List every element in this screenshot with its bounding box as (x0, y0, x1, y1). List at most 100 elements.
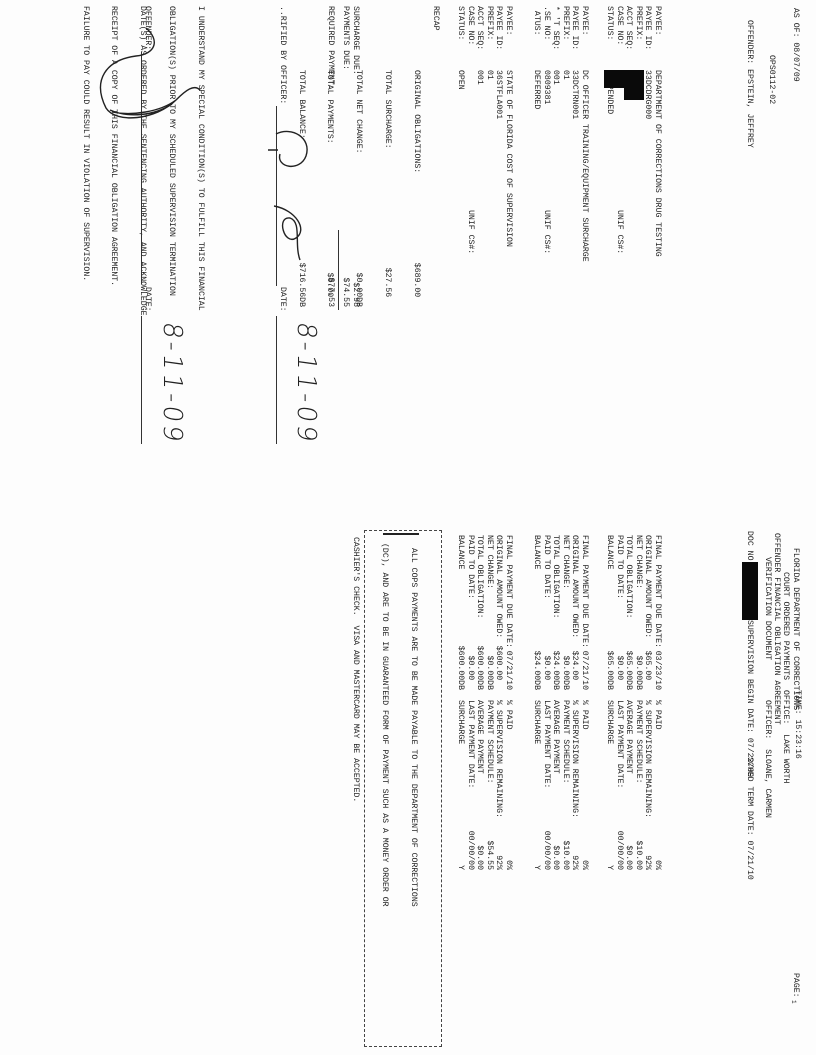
offender-signature (99, 27, 201, 119)
payments-due-value: $74.55 (341, 277, 350, 307)
payee-field-value: STATE OF FLORIDA COST OF SUPERVISION (504, 70, 513, 247)
payee-field-label: ACCT SEQ: (475, 6, 485, 51)
page-number: 1 (790, 1000, 797, 1004)
redaction-box (604, 70, 626, 88)
title-line: COURT ORDERED PAYMENTS (781, 572, 790, 681)
payee-field-label: CASE NO: (465, 6, 475, 46)
obligation-amount: $65.00DB (624, 650, 634, 690)
payment-detail-value: $0.00 (624, 845, 634, 870)
payee-field-label: PAYEE ID: (494, 6, 504, 51)
offender-date-label: DATE: (143, 287, 152, 312)
payment-detail-value: Y (532, 865, 542, 870)
obligation-amount: 03/23/10 (653, 650, 662, 690)
payment-detail-value: 00/00/00 (614, 830, 624, 870)
payee-field-label: * 'T SEQ: (551, 6, 561, 51)
unif-cs-label: UNIF CS#: (614, 210, 624, 255)
payee-field-label: PAYEE: (504, 6, 513, 36)
payee-field-label: ACCT SEQ: (624, 6, 634, 51)
payee-field-value: 001 (475, 70, 485, 85)
payment-detail-value: 92% (643, 855, 653, 870)
redaction-box (624, 70, 644, 100)
payment-detail-value: Y (605, 865, 615, 870)
required-payment-label: REQUIRED PAYMENT: (326, 6, 335, 90)
payee-field-value: 001 (551, 70, 561, 85)
payment-notice: ALL COPS PAYMENTS ARE TO BE MADE PAYABLE… (331, 537, 437, 907)
payment-detail-value: 92% (494, 855, 504, 870)
verified-by-label: ..RIFIED BY OFFICER: (278, 6, 287, 105)
officer-handwritten-date: 8-11-09 (291, 320, 321, 447)
sum-line (338, 230, 339, 310)
notice-line: (DC), AND ARE TO BE IN GUARANTEED FORM O… (380, 543, 390, 907)
payee-field-label-column: PAYEE:PAYEE ID:PREFIX:ACCT SEQ:CASE NO:S… (455, 6, 513, 50)
obligation-amount: $600.00 (494, 645, 504, 681)
redaction-box (742, 562, 758, 620)
payment-detail-value: 0% (580, 860, 589, 870)
recap-value: $27.56 (383, 267, 393, 298)
payee-field-label: STATUS: (605, 6, 615, 41)
payee-field-value: SUSPENDED (605, 70, 615, 115)
officer-date-label: DATE: (278, 287, 287, 312)
obligation-amount: $600.00DB (475, 645, 485, 690)
obligation-amount: $0.00DB (633, 655, 643, 690)
supervision-begin-date: SUPERVISION BEGIN DATE: 07/22/09 (745, 620, 754, 778)
obligation-amount: $24.00DB (532, 650, 542, 690)
payee-field-label: PREFIX: (484, 6, 494, 41)
sched-term-date: SCHED TERM DATE: 07/21/10 (745, 757, 754, 880)
page-label: PAGE: (791, 973, 800, 998)
payee-field-label: STATUS: (456, 6, 466, 41)
obligation-amount: $65.00 (643, 650, 653, 681)
payee-field-value: OPEN (456, 70, 466, 90)
surcharge-due-value: $2.98 (351, 282, 360, 307)
report-id: OPS0112-02 (767, 55, 776, 105)
payee-field-label: .SE NO: (541, 6, 551, 41)
recap-label: TOTAL SURCHARGE: (383, 70, 393, 149)
obligation-amount: $0.00DB (484, 655, 494, 690)
recap-value: $689.00 (411, 262, 421, 298)
payee-field-label: ATUS: (532, 6, 542, 36)
payment-detail-value: $54.55 (484, 840, 494, 870)
as-of-date: AS OF: 08/07/09 (791, 8, 800, 82)
payment-detail-value: $0.00 (475, 845, 485, 870)
obligation-amount: $24.00 (570, 650, 580, 681)
payment-detail-value: Y (456, 865, 466, 870)
payee-field-label-column: PAYEE:PAYEE ID:PREFIX:ACCT SEQ:CASE NO:S… (604, 6, 662, 50)
payment-detail-value: 0% (504, 860, 513, 870)
notice-line: CASHIER'S CHECK. VISA AND MASTERCARD MAY… (351, 537, 361, 803)
payment-detail-value: 00/00/00 (541, 830, 551, 870)
obligation-amount: $0.00DB (560, 655, 570, 690)
time-stamp: TIME: 15:23:16 (793, 690, 802, 759)
obligation-amount: 07/21/10 (504, 650, 513, 690)
recap-label: ORIGINAL OBLIGATIONS: (411, 70, 421, 174)
payee-field-value: 01 (560, 70, 570, 80)
obligation-amount: $24.00DB (551, 650, 561, 690)
payee-field-label: CASE NO: (614, 6, 624, 46)
payee-field-value: 36STFLA001 (494, 70, 504, 120)
payee-field-label: PAYEE: (580, 6, 589, 36)
obligation-amount: $0.00 (541, 655, 551, 681)
doc-no-label: DOC NO: (745, 531, 754, 566)
payment-detail-value: $10.00 (633, 840, 643, 870)
offender-handwritten-date: 8-11-09 (157, 320, 187, 447)
officer-signature (268, 130, 308, 261)
payment-detail-value: 0% (653, 860, 662, 870)
obligation-amount: $0.00 (614, 655, 624, 681)
obligation-amount: $0.00 (465, 655, 475, 681)
payee-field-value: 33DCDRG000 (643, 70, 653, 120)
recap-label: TOTAL NET CHANGE: (354, 70, 364, 154)
required-payment-value: $77.53 (326, 277, 335, 307)
recap-heading: RECAP (431, 6, 440, 31)
payments-due-label: PAYMENTS DUE: (341, 6, 350, 70)
offender-date-line[interactable] (141, 316, 142, 444)
payee-field-label-column: PAYEE:PAYEE ID:PREFIX:* 'T SEQ:.SE NO: A… (531, 6, 589, 50)
payee-field-value: DC OFFICER TRAINING/EQUIPMENT SURCHARGE (580, 70, 589, 262)
title-line: VERIFICATION DOCUMENT (763, 557, 772, 661)
offender-name: OFFENDER: EPSTEIN, JEFFREY (745, 20, 754, 148)
payee-field-label: PAYEE ID: (570, 6, 580, 51)
payment-detail-value: $0.00 (551, 845, 561, 870)
unif-cs-label: UNIF CS#: (465, 210, 475, 255)
payee-field-value: 01 (484, 70, 494, 80)
officer-date-line[interactable] (276, 316, 277, 444)
